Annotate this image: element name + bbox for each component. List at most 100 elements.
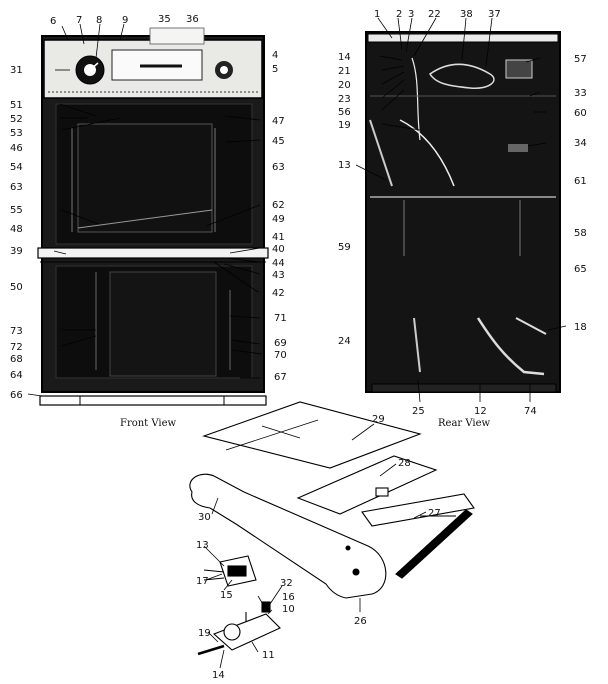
part-label-70: 70: [274, 350, 287, 361]
part-label-21: 21: [338, 66, 351, 77]
part-label-31: 31: [10, 65, 23, 76]
rear-view: 1 2 3 22 38 37 14 21 20 23 56 19 57 33 6…: [338, 9, 587, 429]
part-label-62: 62: [272, 200, 285, 211]
part-label-9: 9: [122, 15, 128, 26]
part-label-27: 27: [428, 508, 441, 519]
part-label-19: 19: [338, 120, 351, 131]
part-label-66: 66: [10, 390, 23, 401]
front-base-trim: [39, 395, 267, 406]
part-label-16: 16: [282, 592, 295, 603]
part-label-68: 68: [10, 354, 23, 365]
rear-panel-upper: [370, 196, 556, 198]
front-leaders: [27, 23, 263, 397]
part-label-37: 37: [488, 9, 501, 20]
part-label-52: 52: [10, 114, 23, 125]
front-view: 6 7 8 9 35 36 4 5 31 51 52 53 46 54 63 4…: [10, 14, 287, 429]
part-label-7: 7: [76, 15, 82, 26]
explode-leaders: [203, 423, 427, 669]
part-label-48: 48: [10, 224, 23, 235]
part-label-54: 54: [10, 162, 23, 173]
part-label-33: 33: [574, 88, 587, 99]
part-30-paddle: [189, 473, 387, 599]
part-label-24: 24: [338, 336, 351, 347]
part-label-39: 39: [10, 246, 23, 257]
part-label-11: 11: [262, 650, 275, 661]
part-label-71: 71: [274, 313, 287, 324]
part-label-6: 6: [50, 16, 56, 27]
part-label-30: 30: [198, 512, 211, 523]
part-28-plate: [296, 455, 438, 515]
part-label-46: 46: [10, 143, 23, 154]
part-26-rail: [395, 509, 473, 579]
part-label-40: 40: [272, 244, 285, 255]
part-label-55: 55: [10, 205, 23, 216]
part-label-13-small: 13: [196, 540, 209, 551]
rear-view-caption: Rear View: [438, 418, 491, 429]
part-label-74: 74: [524, 406, 537, 417]
part-label-14: 14: [338, 52, 351, 63]
part-label-50: 50: [10, 282, 23, 293]
part-label-73: 73: [10, 326, 23, 337]
part-label-61: 61: [574, 176, 587, 187]
part-label-19-small: 19: [198, 628, 211, 639]
part-label-47: 47: [272, 116, 285, 127]
part-27-bracket: [361, 493, 475, 527]
part-label-12: 12: [474, 406, 487, 417]
part-label-10: 10: [282, 604, 295, 615]
part-label-64: 64: [10, 370, 23, 381]
part-label-22: 22: [428, 9, 441, 20]
part-label-42: 42: [272, 288, 285, 299]
part-valve-assembly: [212, 613, 281, 651]
part-label-44: 44: [272, 258, 285, 269]
part-label-28: 28: [398, 458, 411, 469]
part-label-29: 29: [372, 414, 385, 425]
part-label-14-small: 14: [212, 670, 225, 681]
part-label-59: 59: [338, 242, 351, 253]
exploded-parts: [189, 401, 475, 656]
part-label-13: 13: [338, 160, 351, 171]
part-label-41: 41: [272, 232, 285, 243]
rear-wiring-harness: [428, 63, 495, 89]
rear-leaders: [355, 17, 567, 403]
part-label-58: 58: [574, 228, 587, 239]
part-label-18: 18: [574, 322, 587, 333]
part-label-26: 26: [354, 616, 367, 627]
part-label-45: 45: [272, 136, 285, 147]
part-label-23: 23: [338, 94, 351, 105]
part-label-1: 1: [374, 9, 380, 20]
part-label-36: 36: [186, 14, 199, 25]
part-label-4: 4: [272, 50, 278, 61]
part-label-69: 69: [274, 338, 287, 349]
front-view-caption: Front View: [120, 418, 177, 429]
part-label-65: 65: [574, 264, 587, 275]
part-label-60: 60: [574, 108, 587, 119]
rear-gas-tube: [476, 317, 545, 376]
part-label-56: 56: [338, 107, 351, 118]
part-label-32: 32: [280, 578, 293, 589]
part-label-8: 8: [96, 15, 102, 26]
part-label-35: 35: [158, 14, 171, 25]
part-label-25: 25: [412, 406, 425, 417]
part-label-51: 51: [10, 100, 23, 111]
part-label-67: 67: [274, 372, 287, 383]
part-29-panel: [202, 401, 422, 469]
part-label-34: 34: [574, 138, 587, 149]
part-label-2: 2: [396, 9, 402, 20]
part-label-63-right: 63: [272, 162, 285, 173]
part-label-53: 53: [10, 128, 23, 139]
part-label-57: 57: [574, 54, 587, 65]
part-label-49: 49: [272, 214, 285, 225]
part-label-5: 5: [272, 64, 278, 75]
rear-cabinet: [365, 31, 561, 393]
oven-separator: [37, 247, 269, 259]
part-label-43: 43: [272, 270, 285, 281]
part-label-15: 15: [220, 590, 233, 601]
part-label-17: 17: [196, 576, 209, 587]
part-label-72: 72: [10, 342, 23, 353]
part-label-20: 20: [338, 80, 351, 91]
part-label-3: 3: [408, 9, 414, 20]
part-label-38: 38: [460, 9, 473, 20]
part-label-63-left: 63: [10, 182, 23, 193]
